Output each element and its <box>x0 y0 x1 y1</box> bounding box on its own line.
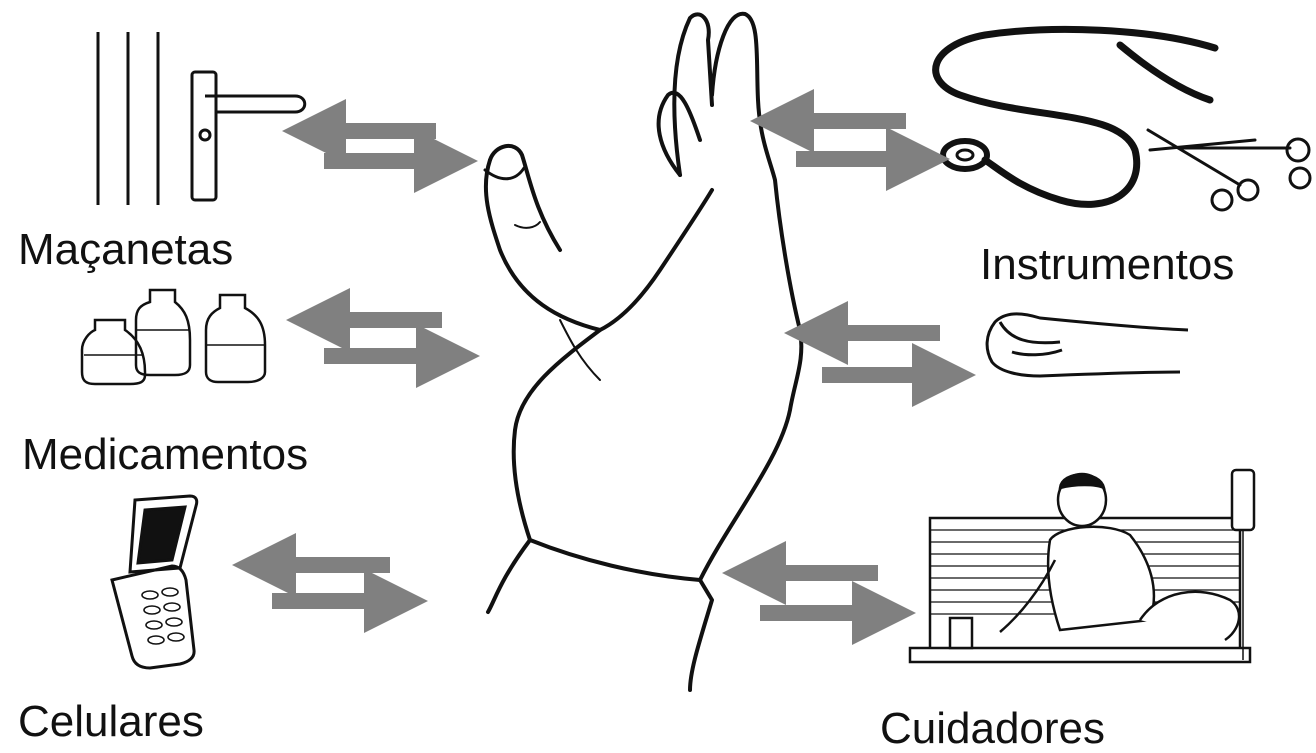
arrows-celulares <box>272 565 390 601</box>
label-instrumentos: Instrumentos <box>980 243 1234 287</box>
flip-phone-icon <box>112 496 197 668</box>
raised-hand-icon <box>485 14 801 690</box>
arrows-medicamentos <box>324 320 442 356</box>
stethoscope-scissors-icon <box>936 29 1310 210</box>
arrows-cuidadores <box>760 573 878 613</box>
arrows-macanetas <box>324 131 436 161</box>
label-cuidadores: Cuidadores <box>880 707 1105 751</box>
touching-hand-icon <box>987 314 1188 376</box>
label-macanetas: Maçanetas <box>18 228 233 272</box>
arrows-touching-hand <box>822 333 940 375</box>
label-celulares: Celulares <box>18 700 204 744</box>
medicine-bottles-icon <box>82 290 265 384</box>
caregiver-patient-icon <box>910 470 1254 662</box>
door-handle-icon <box>98 32 305 205</box>
arrows-instrumentos <box>796 121 906 159</box>
label-medicamentos: Medicamentos <box>22 433 308 477</box>
